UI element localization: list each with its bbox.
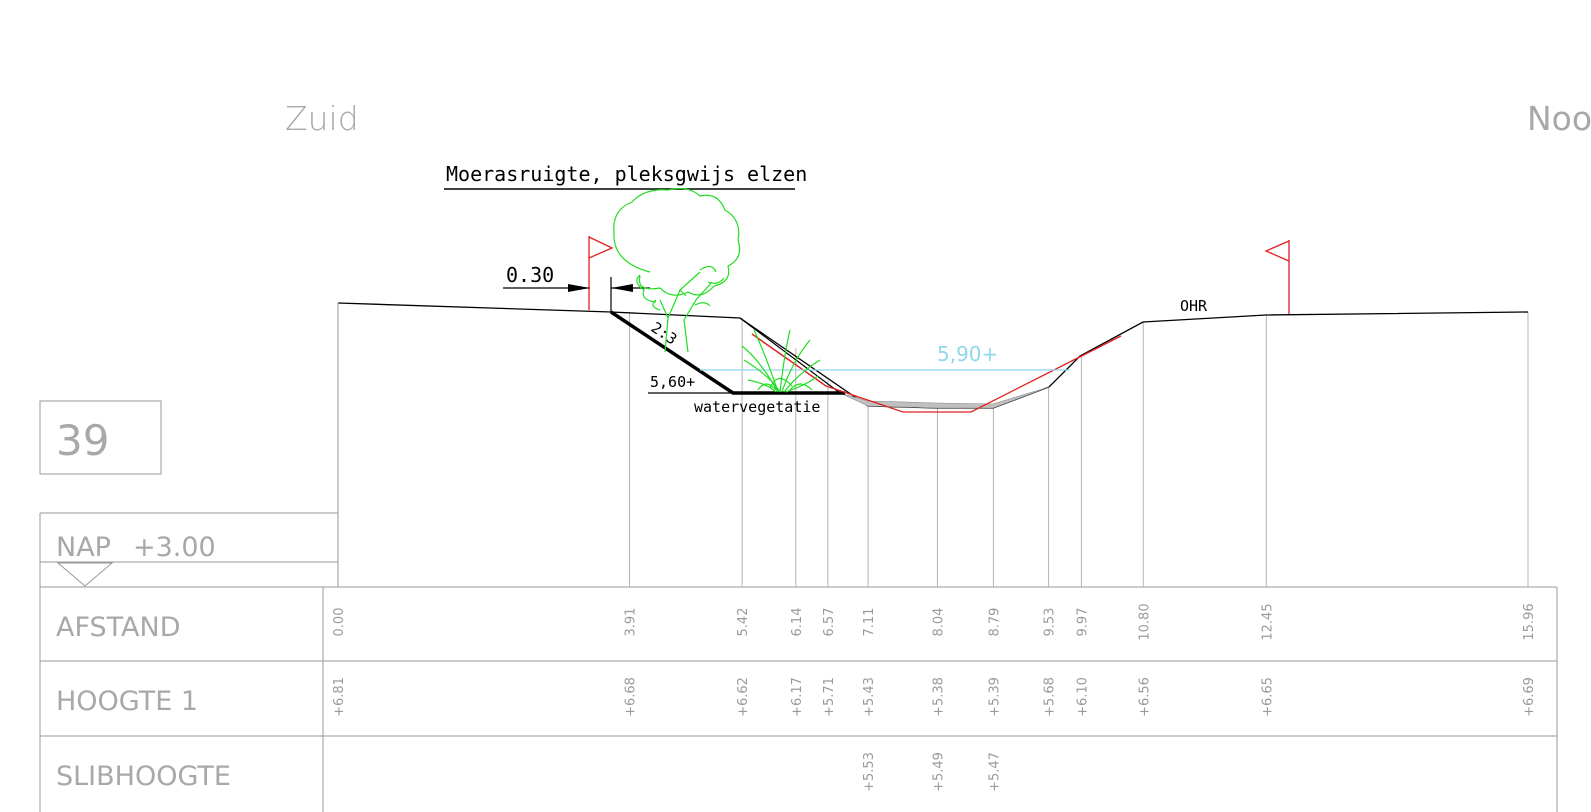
afstand-value: 5.42 [736,608,751,637]
hoogte-value: +5.68 [1043,677,1058,717]
nap-triangle-icon [56,562,114,587]
sludge-layer [839,386,1050,409]
hoogte-value: +5.71 [822,677,837,717]
afstand-value: 12.45 [1260,603,1275,640]
water-plant-icon [741,329,821,393]
row-label-slibhoogte: SLIBHOOGTE [56,761,231,792]
hoogte-value: +5.39 [987,677,1002,717]
offset-arrow-left-icon [568,284,590,292]
afstand-value: 7.11 [862,608,877,637]
profile-number-box [39,400,162,475]
profile-number: 39 [56,416,109,465]
row-label-afstand: AFSTAND [56,612,181,643]
terrain-profile-left [337,302,1529,409]
water-vegetation-label: watervegetatie [694,398,820,416]
red-line-upper [751,333,827,387]
direction-left-label: Zuid [285,99,359,138]
hoogte-value: +5.38 [931,677,946,717]
water-level-label: 5,90+ [937,342,998,366]
slibhoogte-value: +5.49 [931,752,946,792]
afstand-value: 8.79 [987,608,1002,637]
hoogte-value: +6.65 [1260,677,1275,717]
afstand-value: 3.91 [624,608,639,637]
hoogte-value: +6.17 [790,677,805,717]
flag-left-icon [588,236,614,310]
afstand-value: 0.00 [332,608,347,637]
afstand-value: 6.57 [822,608,837,637]
hoogte-value: +6.10 [1075,677,1090,717]
data-table [39,586,1558,812]
hoogte-value: +6.69 [1522,677,1537,717]
direction-right-label: Noord [1527,99,1591,138]
vegetation-title: Moerasruigte, pleksgwijs elzen [446,162,807,186]
table-values: 0.00 +6.81 3.91 +6.68 5.42 +6.62 6.14 +6.17 6.57… [332,603,1537,792]
left-inner-bank [739,317,841,394]
nap-label: NAP [56,532,111,563]
slope-label: 2:3 [648,318,681,348]
afstand-value: 9.53 [1043,608,1058,637]
afstand-value: 15.96 [1522,603,1537,640]
hoogte-value: +6.81 [332,677,347,717]
offset-arrow-right-icon [611,284,633,292]
row-label-hoogte: HOOGTE 1 [56,686,198,717]
alder-tree-icon [613,187,741,353]
slibhoogte-value: +5.53 [862,752,877,792]
afstand-value: 8.04 [931,608,946,637]
ohr-label: OHR [1180,297,1208,315]
afstand-value: 10.80 [1137,603,1152,640]
afstand-value: 6.14 [790,608,805,637]
flag-right-icon [1264,240,1290,314]
nap-value: +3.00 [133,532,216,563]
offset-label: 0.30 [506,263,554,287]
hoogte-value: +6.62 [736,677,751,717]
afstand-value: 9.97 [1075,608,1090,637]
hoogte-value: +6.56 [1137,677,1152,717]
slibhoogte-value: +5.47 [987,752,1002,792]
hoogte-value: +5.43 [862,677,877,717]
design-level-label: 5,60+ [650,373,695,391]
hoogte-value: +6.68 [624,677,639,717]
